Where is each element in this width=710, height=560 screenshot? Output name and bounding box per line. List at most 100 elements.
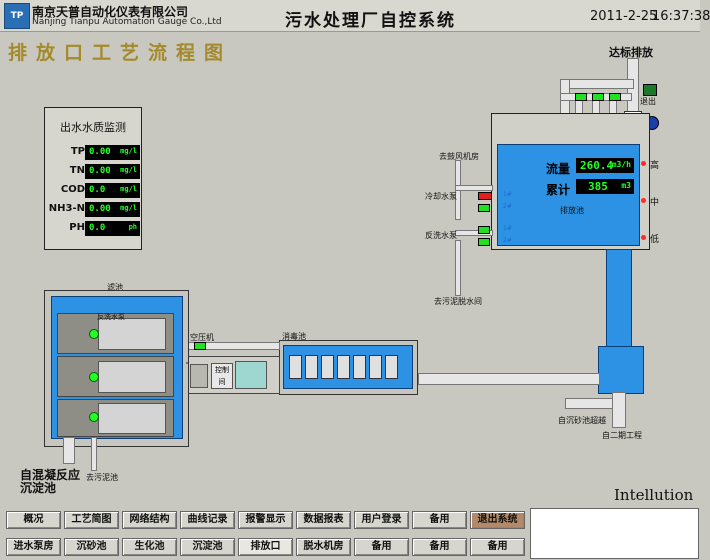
disinfection-label: 消毒池 (282, 332, 306, 341)
filter-inlet-pipe (63, 437, 75, 464)
cooling-pump-2-label: 2# (503, 203, 512, 210)
current-date: 2011-2-25 (590, 9, 658, 24)
exit-valve-icon[interactable] (643, 84, 657, 96)
level-high-indicator-icon (641, 161, 646, 166)
quality-value: 0.00 (89, 166, 111, 176)
quality-value: 0.00 (89, 204, 111, 214)
control-cabinet-icon (235, 361, 267, 389)
company-name-cn: 南京天普自动化仪表有限公司 (32, 5, 189, 19)
disinfection-unit-icon (321, 355, 334, 379)
nav-spare-button[interactable]: 备用 (412, 538, 467, 556)
cooling-pump-2-icon[interactable] (478, 204, 490, 212)
backwash-pump-label: 反洗水泵 (425, 231, 457, 240)
total-unit: m3 (621, 181, 631, 190)
valve-2-icon[interactable] (592, 93, 604, 101)
nav-report-button[interactable]: 数据报表 (296, 511, 351, 529)
quality-unit: mg/l (120, 204, 137, 212)
brand-label: Intellution (614, 486, 694, 504)
nav-sedimentation-button[interactable]: 沉淀池 (180, 538, 235, 556)
filter-sludge-label: 去污泥池 (86, 473, 118, 482)
filter-cell-icon (98, 318, 166, 350)
message-box (530, 508, 699, 559)
quality-label: PH (69, 222, 85, 233)
filter-valve-2-icon[interactable] (89, 372, 99, 382)
backwash-pump-1-icon[interactable] (478, 226, 490, 234)
company-name-en: Nanjing Tianpu Automation Gauge Co.,Ltd (32, 17, 222, 27)
flow-value: 260.4 (580, 159, 614, 172)
disinfection-unit-icon (305, 355, 318, 379)
quality-unit: mg/l (120, 185, 137, 193)
quality-unit: mg/l (120, 166, 137, 174)
nav-biological-button[interactable]: 生化池 (122, 538, 177, 556)
nav-spare-button[interactable]: 备用 (354, 538, 409, 556)
filter-inlet-label: 自混凝反应 沉淀池 (20, 468, 81, 495)
nav-trend-button[interactable]: 曲线记录 (180, 511, 235, 529)
quality-unit: mg/l (120, 147, 137, 155)
filter-valve-1-icon[interactable] (89, 329, 99, 339)
nav-grit-button[interactable]: 沉砂池 (64, 538, 119, 556)
backwash-pump-2-label: 2# (503, 237, 512, 244)
flow-label: 流量 (546, 162, 571, 176)
nav-login-button[interactable]: 用户登录 (354, 511, 409, 529)
title-bar (0, 0, 700, 32)
outlet-main-pipe (418, 373, 600, 385)
filter-backwash-label: 反洗水泵 (97, 313, 125, 321)
filter-pool-label: 滤池 (107, 283, 123, 292)
quality-value-box: 0.00 mg/l (85, 202, 140, 217)
quality-row-cod: COD 0.0 mg/l (45, 183, 141, 199)
level-low-label: 低 (650, 235, 660, 245)
nav-inlet-pump-button[interactable]: 进水泵房 (6, 538, 61, 556)
valve-3-icon[interactable] (609, 93, 621, 101)
compressor-label: 空压机 (190, 333, 214, 342)
header-pipe (560, 79, 634, 89)
nav-overview-button[interactable]: 概况 (6, 511, 61, 529)
tank-name-label: 排放池 (560, 206, 584, 215)
exit-label: 退出 (640, 97, 656, 106)
disinfection-unit-icon (353, 355, 366, 379)
cooling-pipe (455, 185, 493, 191)
disinfection-unit-icon (369, 355, 382, 379)
quality-value-box: 0.0 mg/l (85, 183, 140, 198)
backwash-pump-2-icon[interactable] (478, 238, 490, 246)
nav-exit-button[interactable]: 退出系统 (470, 511, 525, 529)
filter-sludge-pipe (91, 437, 97, 471)
quality-label: NH3-N (48, 203, 85, 214)
backwash-pump-1-label: 1# (503, 225, 512, 232)
level-mid-indicator-icon (641, 198, 646, 203)
nav-spare-button[interactable]: 备用 (470, 538, 525, 556)
nav-alarm-button[interactable]: 报警显示 (238, 511, 293, 529)
nav-spare-button[interactable]: 备用 (412, 511, 467, 529)
flow-unit: m3/h (611, 160, 631, 169)
cooling-pump-label: 冷却水泵 (425, 192, 457, 201)
level-low-indicator-icon (641, 235, 646, 240)
level-high-label: 高 (650, 161, 660, 171)
blower-room-label: 去鼓风机房 (439, 152, 479, 161)
compressor-valve-icon[interactable] (194, 342, 206, 350)
quality-value: 0.0 (89, 185, 106, 195)
nav-dewatering-button[interactable]: 脱水机房 (296, 538, 351, 556)
valve-1-icon[interactable] (575, 93, 587, 101)
quality-label: COD (60, 184, 85, 195)
nav-network-button[interactable]: 网络结构 (122, 511, 177, 529)
nav-discharge-button[interactable]: 排放口 (238, 538, 293, 556)
quality-value: 0.00 (89, 147, 111, 157)
total-label: 累计 (546, 183, 571, 197)
phase2-label: 自二期工程 (602, 431, 642, 440)
filter-valve-3-icon[interactable] (89, 412, 99, 422)
system-title: 污水处理厂自控系统 (285, 11, 456, 31)
quality-value-box: 0.00 mg/l (85, 164, 140, 179)
company-logo-icon: TP (4, 3, 30, 29)
quality-value-box: 0.00 mg/l (85, 145, 140, 160)
cooling-pump-1-icon[interactable] (478, 192, 492, 200)
disinfection-unit-icon (337, 355, 350, 379)
collection-well (598, 346, 644, 394)
nav-process-diagram-button[interactable]: 工艺简图 (64, 511, 119, 529)
quality-value: 0.0 (89, 223, 106, 233)
control-room-label: 控制间 (211, 363, 233, 389)
